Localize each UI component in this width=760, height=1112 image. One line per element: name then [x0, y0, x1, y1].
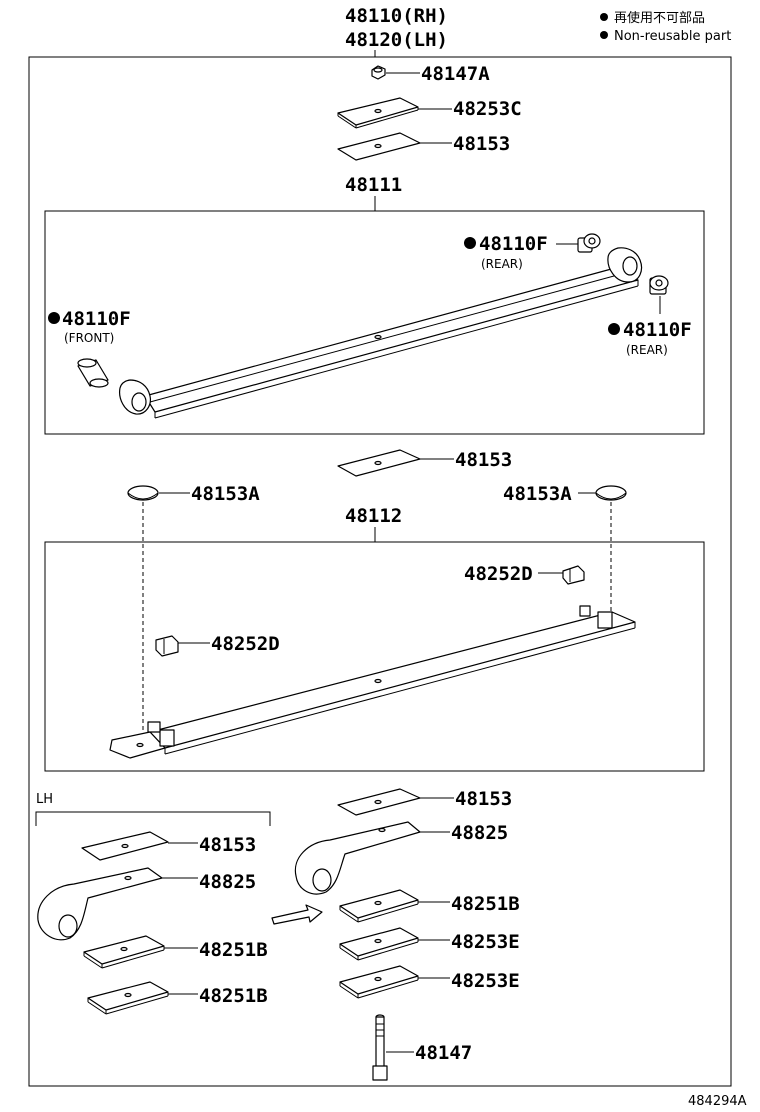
seat-48153-lh[interactable]	[81, 831, 169, 861]
label-48110f-rear-lower: 48110F	[623, 319, 692, 341]
bracket-48825-lh[interactable]	[37, 867, 163, 941]
label-48111: 48111	[345, 174, 402, 196]
second-leaf-frame	[44, 541, 705, 772]
label-48147a: 48147A	[421, 63, 490, 85]
second-leaf-48112[interactable]	[109, 605, 636, 759]
label-48153-lh: 48153	[199, 834, 256, 856]
seat-48153-mid[interactable]	[337, 449, 421, 477]
bushing-rear-upper-48110f[interactable]	[577, 233, 601, 253]
assembly-rh-label: 48110(RH)	[345, 5, 448, 27]
note-front: (FRONT)	[64, 331, 114, 345]
bushing-rear-lower-48110f[interactable]	[649, 275, 669, 295]
clip-48252d-left[interactable]	[155, 635, 179, 657]
seat-48153-bottom-right[interactable]	[337, 788, 421, 816]
label-48251b-lh-1: 48251B	[199, 939, 268, 961]
label-48252d-left: 48252D	[211, 633, 280, 655]
plate-48253c[interactable]	[337, 97, 419, 129]
non-reusable-rear-lower-bullet-icon	[608, 323, 620, 335]
main-leaf-frame	[44, 210, 705, 435]
label-48153-mid: 48153	[455, 449, 512, 471]
insert-48153a-left[interactable]	[127, 485, 159, 501]
note-rear-upper: (REAR)	[481, 257, 523, 271]
label-48153-bottom-right: 48153	[455, 788, 512, 810]
plate-48253e-right-2[interactable]	[339, 965, 419, 999]
label-48153-top: 48153	[453, 133, 510, 155]
lh-bracket-line	[35, 811, 271, 826]
label-48153a-left: 48153A	[191, 483, 260, 505]
legend-english: Non-reusable part	[614, 29, 731, 44]
nut-48147a[interactable]	[371, 65, 386, 80]
bracket-48825-right[interactable]	[294, 821, 421, 895]
assembly-frame	[28, 56, 732, 1087]
label-48110f-front: 48110F	[62, 308, 131, 330]
label-48112: 48112	[345, 505, 402, 527]
clip-48252d-right[interactable]	[562, 565, 585, 585]
non-reusable-bullet-icon	[600, 13, 608, 21]
non-reusable-bullet-icon	[600, 31, 608, 39]
label-48253c: 48253C	[453, 98, 522, 120]
label-48825-lh: 48825	[199, 871, 256, 893]
bushing-front-48110f[interactable]	[77, 358, 109, 388]
insert-48153a-right[interactable]	[595, 485, 627, 501]
non-reusable-rear-bullet-icon	[464, 237, 476, 249]
center-bolt-48147[interactable]	[372, 1014, 388, 1081]
label-48253e-right-2: 48253E	[451, 970, 520, 992]
seat-48153-top[interactable]	[337, 132, 421, 161]
spacer-48251b-lh-2[interactable]	[87, 981, 169, 1015]
label-48825-right: 48825	[451, 822, 508, 844]
plate-48253e-right-1[interactable]	[339, 927, 419, 961]
label-48153a-right: 48153A	[503, 483, 572, 505]
main-leaf-48111[interactable]	[119, 247, 643, 419]
spacer-48251b-lh-1[interactable]	[83, 935, 165, 969]
spacer-48251b-right[interactable]	[339, 889, 419, 923]
label-48251b-right: 48251B	[451, 893, 520, 915]
label-48110f-rear-upper: 48110F	[479, 233, 548, 255]
label-48251b-lh-2: 48251B	[199, 985, 268, 1007]
note-rear-lower: (REAR)	[626, 343, 668, 357]
label-48253e-right-1: 48253E	[451, 931, 520, 953]
assembly-lh-label: 48120(LH)	[345, 29, 448, 51]
diagram-id: 484294A	[688, 1094, 747, 1109]
label-48147: 48147	[415, 1042, 472, 1064]
direction-arrow-icon	[271, 904, 323, 925]
non-reusable-front-bullet-icon	[48, 312, 60, 324]
lh-label: LH	[36, 792, 53, 807]
label-48252d-right: 48252D	[464, 563, 533, 585]
legend-japanese: 再使用不可部品	[614, 10, 705, 26]
